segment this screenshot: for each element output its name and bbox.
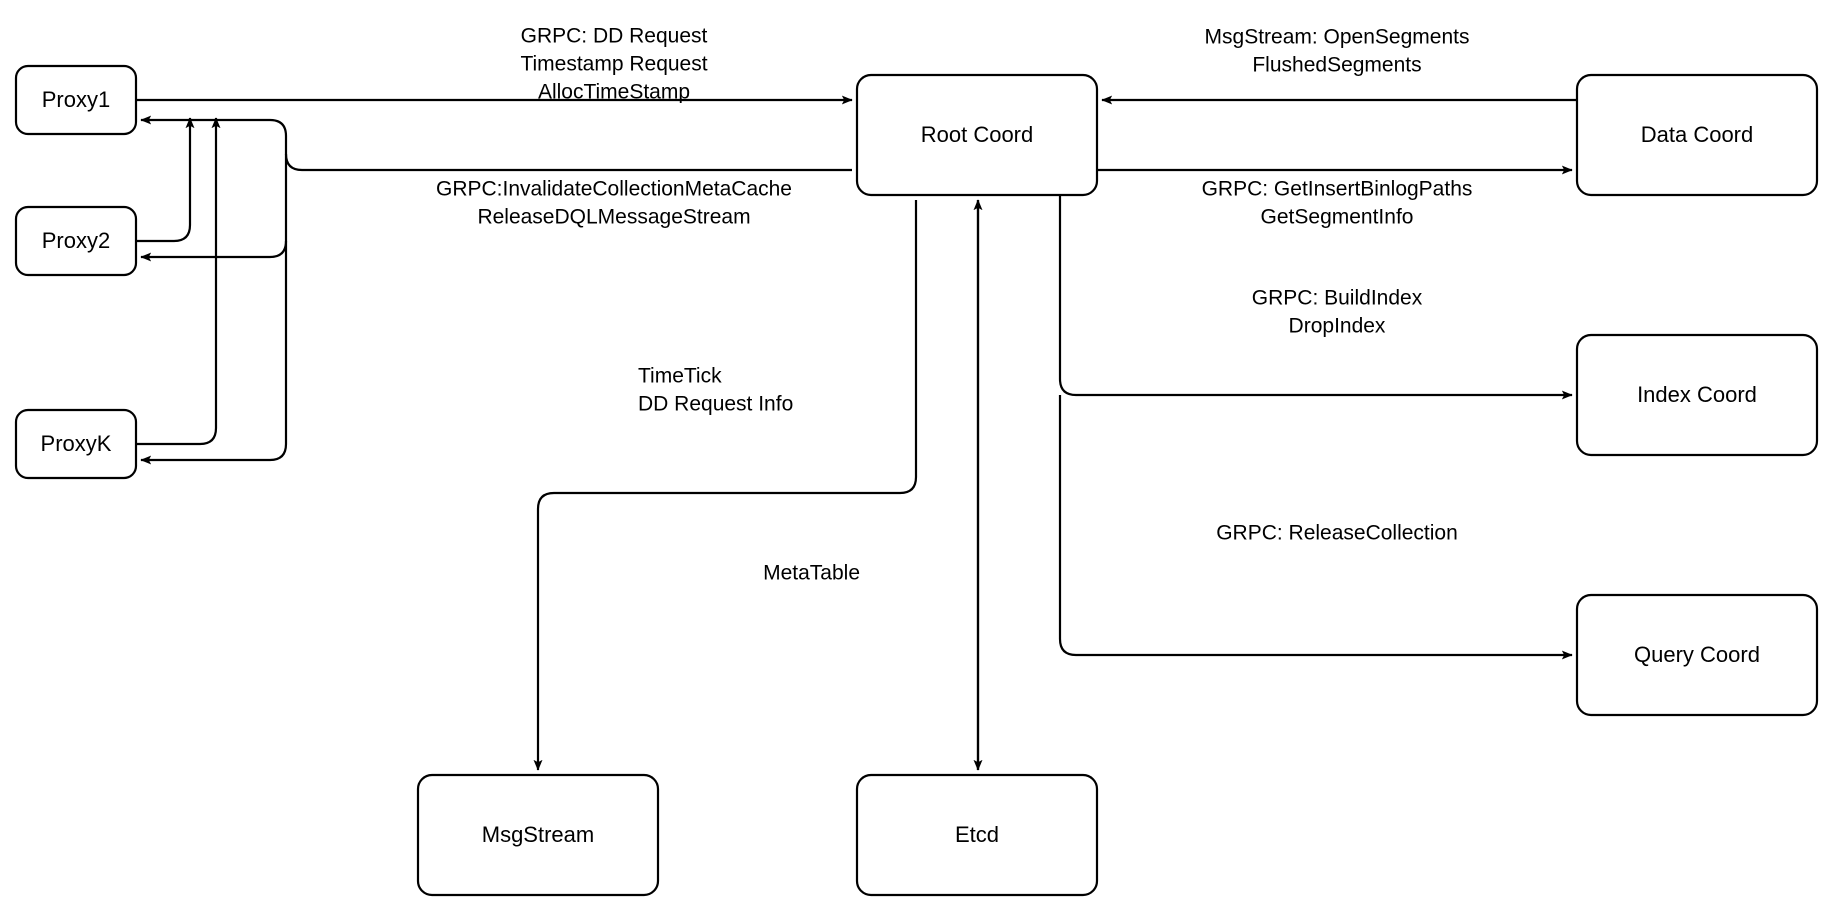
edge-label-line: DD Request Info xyxy=(638,393,793,416)
edge-label-line: GRPC: GetInsertBinlogPaths xyxy=(1202,178,1473,201)
edge-label-line: ReleaseDQLMessageStream xyxy=(477,206,750,229)
edge-label-line: GetSegmentInfo xyxy=(1261,206,1414,229)
edge-label-line: GRPC:InvalidateCollectionMetaCache xyxy=(436,178,792,201)
edge-label-line: MetaTable xyxy=(763,562,860,585)
edge-label-rootcoord-to-indexcoord: GRPC: BuildIndex DropIndex xyxy=(1252,287,1423,338)
root-coord-box[interactable] xyxy=(855,73,1099,197)
node-root-coord[interactable]: Root Coord xyxy=(855,73,1099,197)
node-query-coord[interactable]: Query Coord xyxy=(1575,593,1819,717)
node-proxyk[interactable]: ProxyK xyxy=(14,408,138,480)
msgstream-box[interactable] xyxy=(416,773,660,897)
edge-rootcoord-to-msgstream xyxy=(533,200,918,771)
query-coord-box[interactable] xyxy=(1575,593,1819,717)
proxyk-box[interactable] xyxy=(14,408,138,480)
edge-label-layer: GRPC: DD Request Timestamp Request Alloc… xyxy=(436,25,1472,585)
edge-label-line: FlushedSegments xyxy=(1252,54,1421,77)
edge-label-rootcoord-to-proxies: GRPC:InvalidateCollectionMetaCache Relea… xyxy=(436,178,792,229)
edge-label-datacoord-to-rootcoord: MsgStream: OpenSegments FlushedSegments xyxy=(1205,26,1470,77)
data-coord-box[interactable] xyxy=(1575,73,1819,197)
edge-label-line: AllocTimeStamp xyxy=(538,81,690,104)
edge-proxyk-to-bus xyxy=(136,117,221,446)
edge-label-rootcoord-to-querycoord: GRPC: ReleaseCollection xyxy=(1216,522,1458,545)
edge-label-line: MsgStream: OpenSegments xyxy=(1205,26,1470,49)
edge-rootcoord-to-proxyk xyxy=(140,241,288,465)
edge-proxy2-to-bus xyxy=(136,117,195,243)
node-proxy2[interactable]: Proxy2 xyxy=(14,205,138,277)
edge-label-line: DropIndex xyxy=(1289,315,1386,338)
edge-label-rootcoord-to-datacoord: GRPC: GetInsertBinlogPaths GetSegmentInf… xyxy=(1202,178,1473,229)
edge-label-line: GRPC: ReleaseCollection xyxy=(1216,522,1458,545)
edge-label-line: TimeTick xyxy=(638,365,722,388)
edge-layer xyxy=(136,95,1577,771)
edge-label-rootcoord-to-msgstream: TimeTick DD Request Info xyxy=(638,365,793,416)
edge-rootcoord-to-querycoord xyxy=(1058,395,1573,660)
edge-label-line: Timestamp Request xyxy=(520,53,707,76)
node-data-coord[interactable]: Data Coord xyxy=(1575,73,1819,197)
node-msgstream[interactable]: MsgStream xyxy=(416,773,660,897)
node-etcd[interactable]: Etcd xyxy=(855,773,1099,897)
edge-label-line: GRPC: DD Request xyxy=(521,25,708,48)
etcd-box[interactable] xyxy=(855,773,1099,897)
node-index-coord[interactable]: Index Coord xyxy=(1575,333,1819,457)
edge-label-line: GRPC: BuildIndex xyxy=(1252,287,1423,310)
proxy2-box[interactable] xyxy=(14,205,138,277)
edge-rootcoord-to-proxy1 xyxy=(140,115,852,172)
index-coord-box[interactable] xyxy=(1575,333,1819,457)
node-proxy1[interactable]: Proxy1 xyxy=(14,64,138,136)
edge-label-rootcoord-to-etcd: MetaTable xyxy=(763,562,860,585)
edge-rootcoord-to-indexcoord xyxy=(1058,195,1573,400)
proxy1-box[interactable] xyxy=(14,64,138,136)
edge-label-proxies-to-rootcoord: GRPC: DD Request Timestamp Request Alloc… xyxy=(520,25,707,104)
